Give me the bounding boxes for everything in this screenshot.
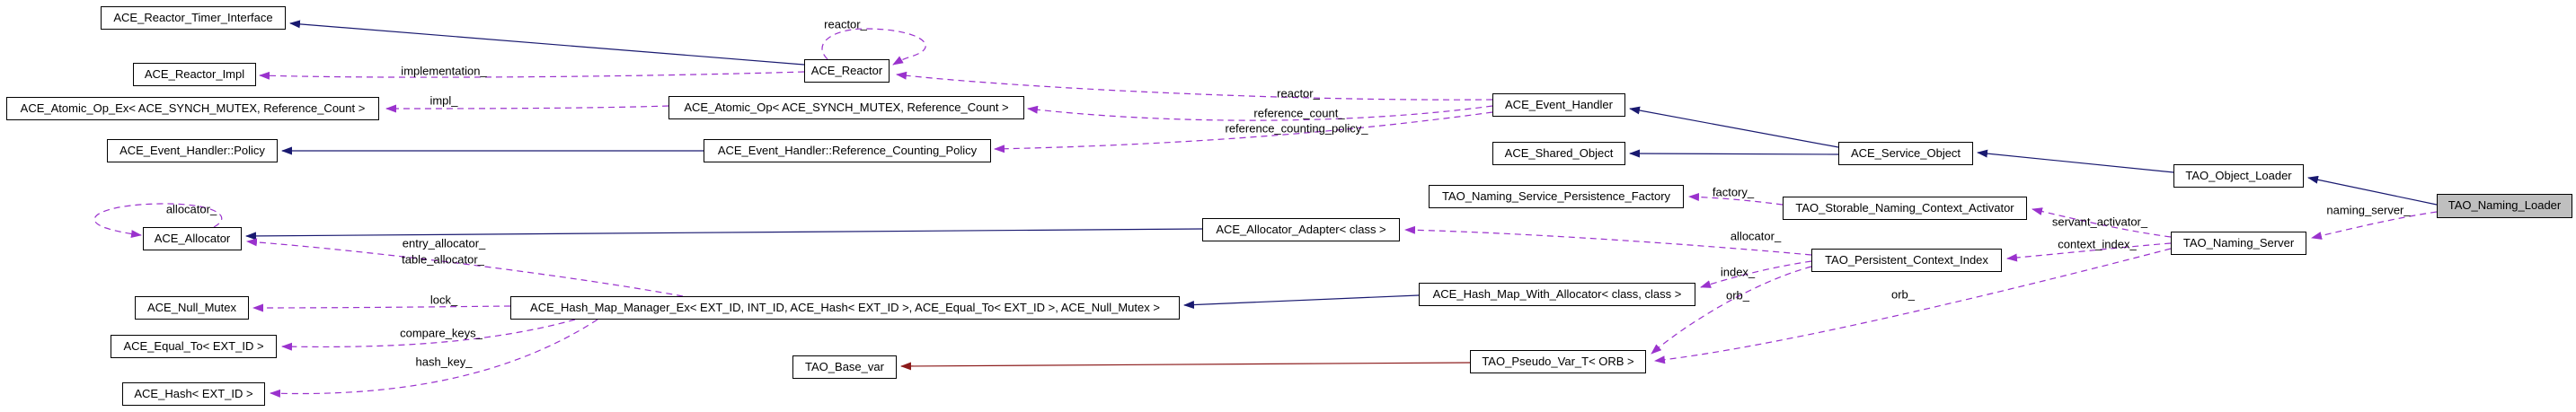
- class-node-tao_persistent_context_index[interactable]: TAO_Persistent_Context_Index: [1811, 249, 2002, 272]
- edge-use: [896, 71, 1493, 101]
- edge-label-allocator_self: allocator_: [165, 202, 217, 216]
- edge-label-hash_key: hash_key_: [415, 355, 473, 369]
- edge-label-compare_keys: compare_keys_: [400, 326, 482, 340]
- class-node-ace_equal_to[interactable]: ACE_Equal_To< EXT_ID >: [111, 335, 277, 358]
- class-node-ace_reactor[interactable]: ACE_Reactor: [804, 59, 890, 83]
- edge-use: [1654, 248, 2172, 364]
- edge-use: [385, 104, 669, 113]
- edge-inh: [2307, 175, 2438, 206]
- edge-label-lock: lock_: [429, 293, 458, 307]
- edge-use: [281, 319, 576, 351]
- class-node-ace_event_handler_policy[interactable]: ACE_Event_Handler::Policy: [107, 139, 278, 162]
- class-node-tao_base_var[interactable]: TAO_Base_var: [792, 355, 897, 379]
- edge-label-entry_allocator: entry_allocator_: [402, 236, 486, 250]
- edge-label-orb_pci: orb_: [1725, 288, 1750, 302]
- edge-label-impl: impl_: [429, 93, 458, 108]
- class-node-tao_naming_loader: TAO_Naming_Loader: [2437, 194, 2572, 218]
- edge-label-reactor_self: reactor_: [824, 17, 867, 31]
- edge-label-index: index_: [1720, 265, 1756, 279]
- edge-use: [1688, 192, 1784, 206]
- edge-prot: [900, 362, 1471, 371]
- edge-use: [246, 238, 684, 297]
- edge-use: [994, 111, 1493, 153]
- edge-use: [1700, 260, 1812, 288]
- class-node-tao_naming_service_persistence_factory[interactable]: TAO_Naming_Service_Persistence_Factory: [1429, 185, 1684, 208]
- edge-inh: [1629, 149, 1839, 158]
- edge-use: [1651, 266, 1812, 355]
- class-node-ace_atomic_op[interactable]: ACE_Atomic_Op< ACE_SYNCH_MUTEX, Referenc…: [668, 96, 1024, 119]
- class-node-ace_atomic_op_ex[interactable]: ACE_Atomic_Op_Ex< ACE_SYNCH_MUTEX, Refer…: [6, 97, 379, 120]
- edge-use: [259, 71, 805, 80]
- edge-label-naming_server: naming_server_: [2326, 203, 2411, 217]
- class-node-ace_reactor_timer_interface[interactable]: ACE_Reactor_Timer_Interface: [101, 6, 286, 30]
- edge-label-servant_activator: servant_activator_: [2051, 215, 2148, 229]
- class-node-ace_event_handler[interactable]: ACE_Event_Handler: [1492, 93, 1625, 117]
- edge-use: [2006, 242, 2172, 262]
- edge-inh: [245, 228, 1203, 241]
- class-node-tao_storable_naming_context_activator[interactable]: TAO_Storable_Naming_Context_Activator: [1783, 197, 2027, 220]
- edge-label-reference_counting_policy: reference_counting_policy_: [1225, 121, 1368, 136]
- class-node-ace_event_handler_rcp[interactable]: ACE_Event_Handler::Reference_Counting_Po…: [704, 139, 991, 162]
- edge-inh: [1977, 149, 2174, 173]
- edge-label-reference_count: reference_count_: [1253, 106, 1345, 120]
- class-node-ace_null_mutex[interactable]: ACE_Null_Mutex: [135, 296, 249, 320]
- class-node-ace_hash_map_with_allocator[interactable]: ACE_Hash_Map_With_Allocator< class, clas…: [1419, 283, 1695, 306]
- edge-use: [1404, 225, 1812, 256]
- class-node-ace_allocator[interactable]: ACE_Allocator: [143, 227, 242, 250]
- edge-use: [1027, 105, 1493, 121]
- edge-label-factory: factory_: [1712, 185, 1755, 199]
- edge-label-implementation: implementation_: [401, 64, 487, 78]
- edge-use: [2032, 207, 2172, 238]
- edge-inh: [1629, 106, 1839, 148]
- edge-use: [270, 319, 598, 398]
- class-node-ace_hash[interactable]: ACE_Hash< EXT_ID >: [122, 382, 265, 406]
- edge-label-orb_server: orb_: [1890, 287, 1916, 302]
- edge-label-allocator: allocator_: [1730, 229, 1782, 243]
- edge-label-reactor: reactor_: [1277, 86, 1320, 101]
- edge-use: [252, 303, 511, 312]
- class-node-ace_reactor_impl[interactable]: ACE_Reactor_Impl: [133, 63, 256, 86]
- edge-label-table_allocator: table_allocator_: [402, 252, 484, 267]
- edge-inh: [289, 20, 805, 66]
- class-node-tao_pseudo_var_t[interactable]: TAO_Pseudo_Var_T< ORB >: [1470, 350, 1646, 373]
- edge-use: [821, 28, 926, 66]
- edge-label-context_index: context_index_: [2058, 237, 2137, 251]
- class-node-tao_naming_server[interactable]: TAO_Naming_Server: [2171, 232, 2306, 255]
- class-node-ace_hash_map_manager_ex[interactable]: ACE_Hash_Map_Manager_Ex< EXT_ID, INT_ID,…: [510, 296, 1180, 320]
- edge-use: [93, 203, 223, 239]
- edge-use: [2311, 211, 2438, 240]
- class-node-ace_allocator_adapter[interactable]: ACE_Allocator_Adapter< class >: [1202, 218, 1400, 241]
- edge-inh: [1183, 294, 1420, 310]
- class-node-tao_object_loader[interactable]: TAO_Object_Loader: [2173, 164, 2304, 188]
- class-node-ace_shared_object[interactable]: ACE_Shared_Object: [1492, 142, 1625, 165]
- class-node-ace_service_object[interactable]: ACE_Service_Object: [1838, 142, 1973, 165]
